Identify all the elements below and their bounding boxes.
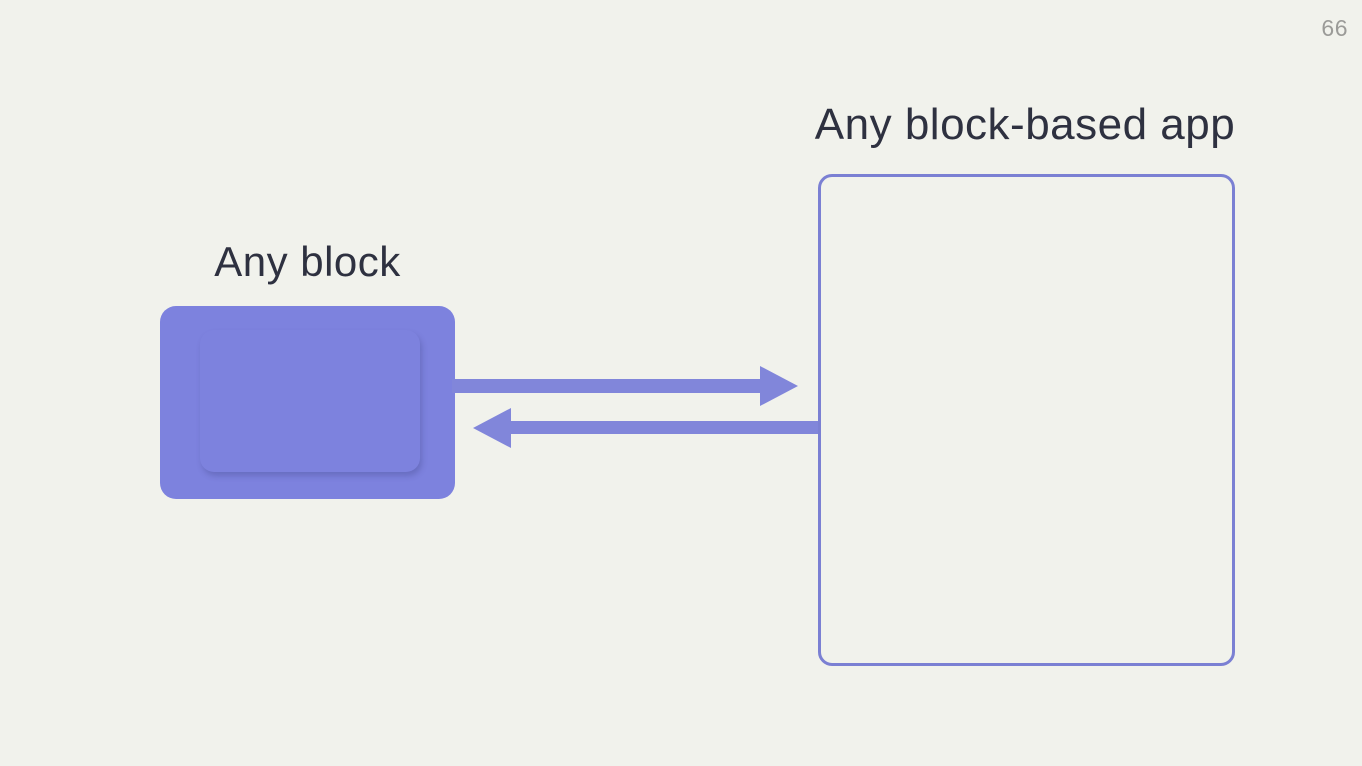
app-container-shape — [818, 174, 1235, 666]
any-block-shape — [160, 306, 455, 499]
block-to-app-arrow-head — [760, 366, 798, 406]
app-label: Any block-based app — [814, 100, 1236, 149]
app-to-block-arrow-head — [473, 408, 511, 448]
any-block-inner-shape — [200, 330, 420, 472]
app-to-block-arrow-shaft — [509, 421, 818, 434]
block-label: Any block — [214, 238, 401, 285]
block-to-app-arrow-shaft — [452, 379, 764, 393]
page-number: 66 — [1321, 15, 1348, 41]
